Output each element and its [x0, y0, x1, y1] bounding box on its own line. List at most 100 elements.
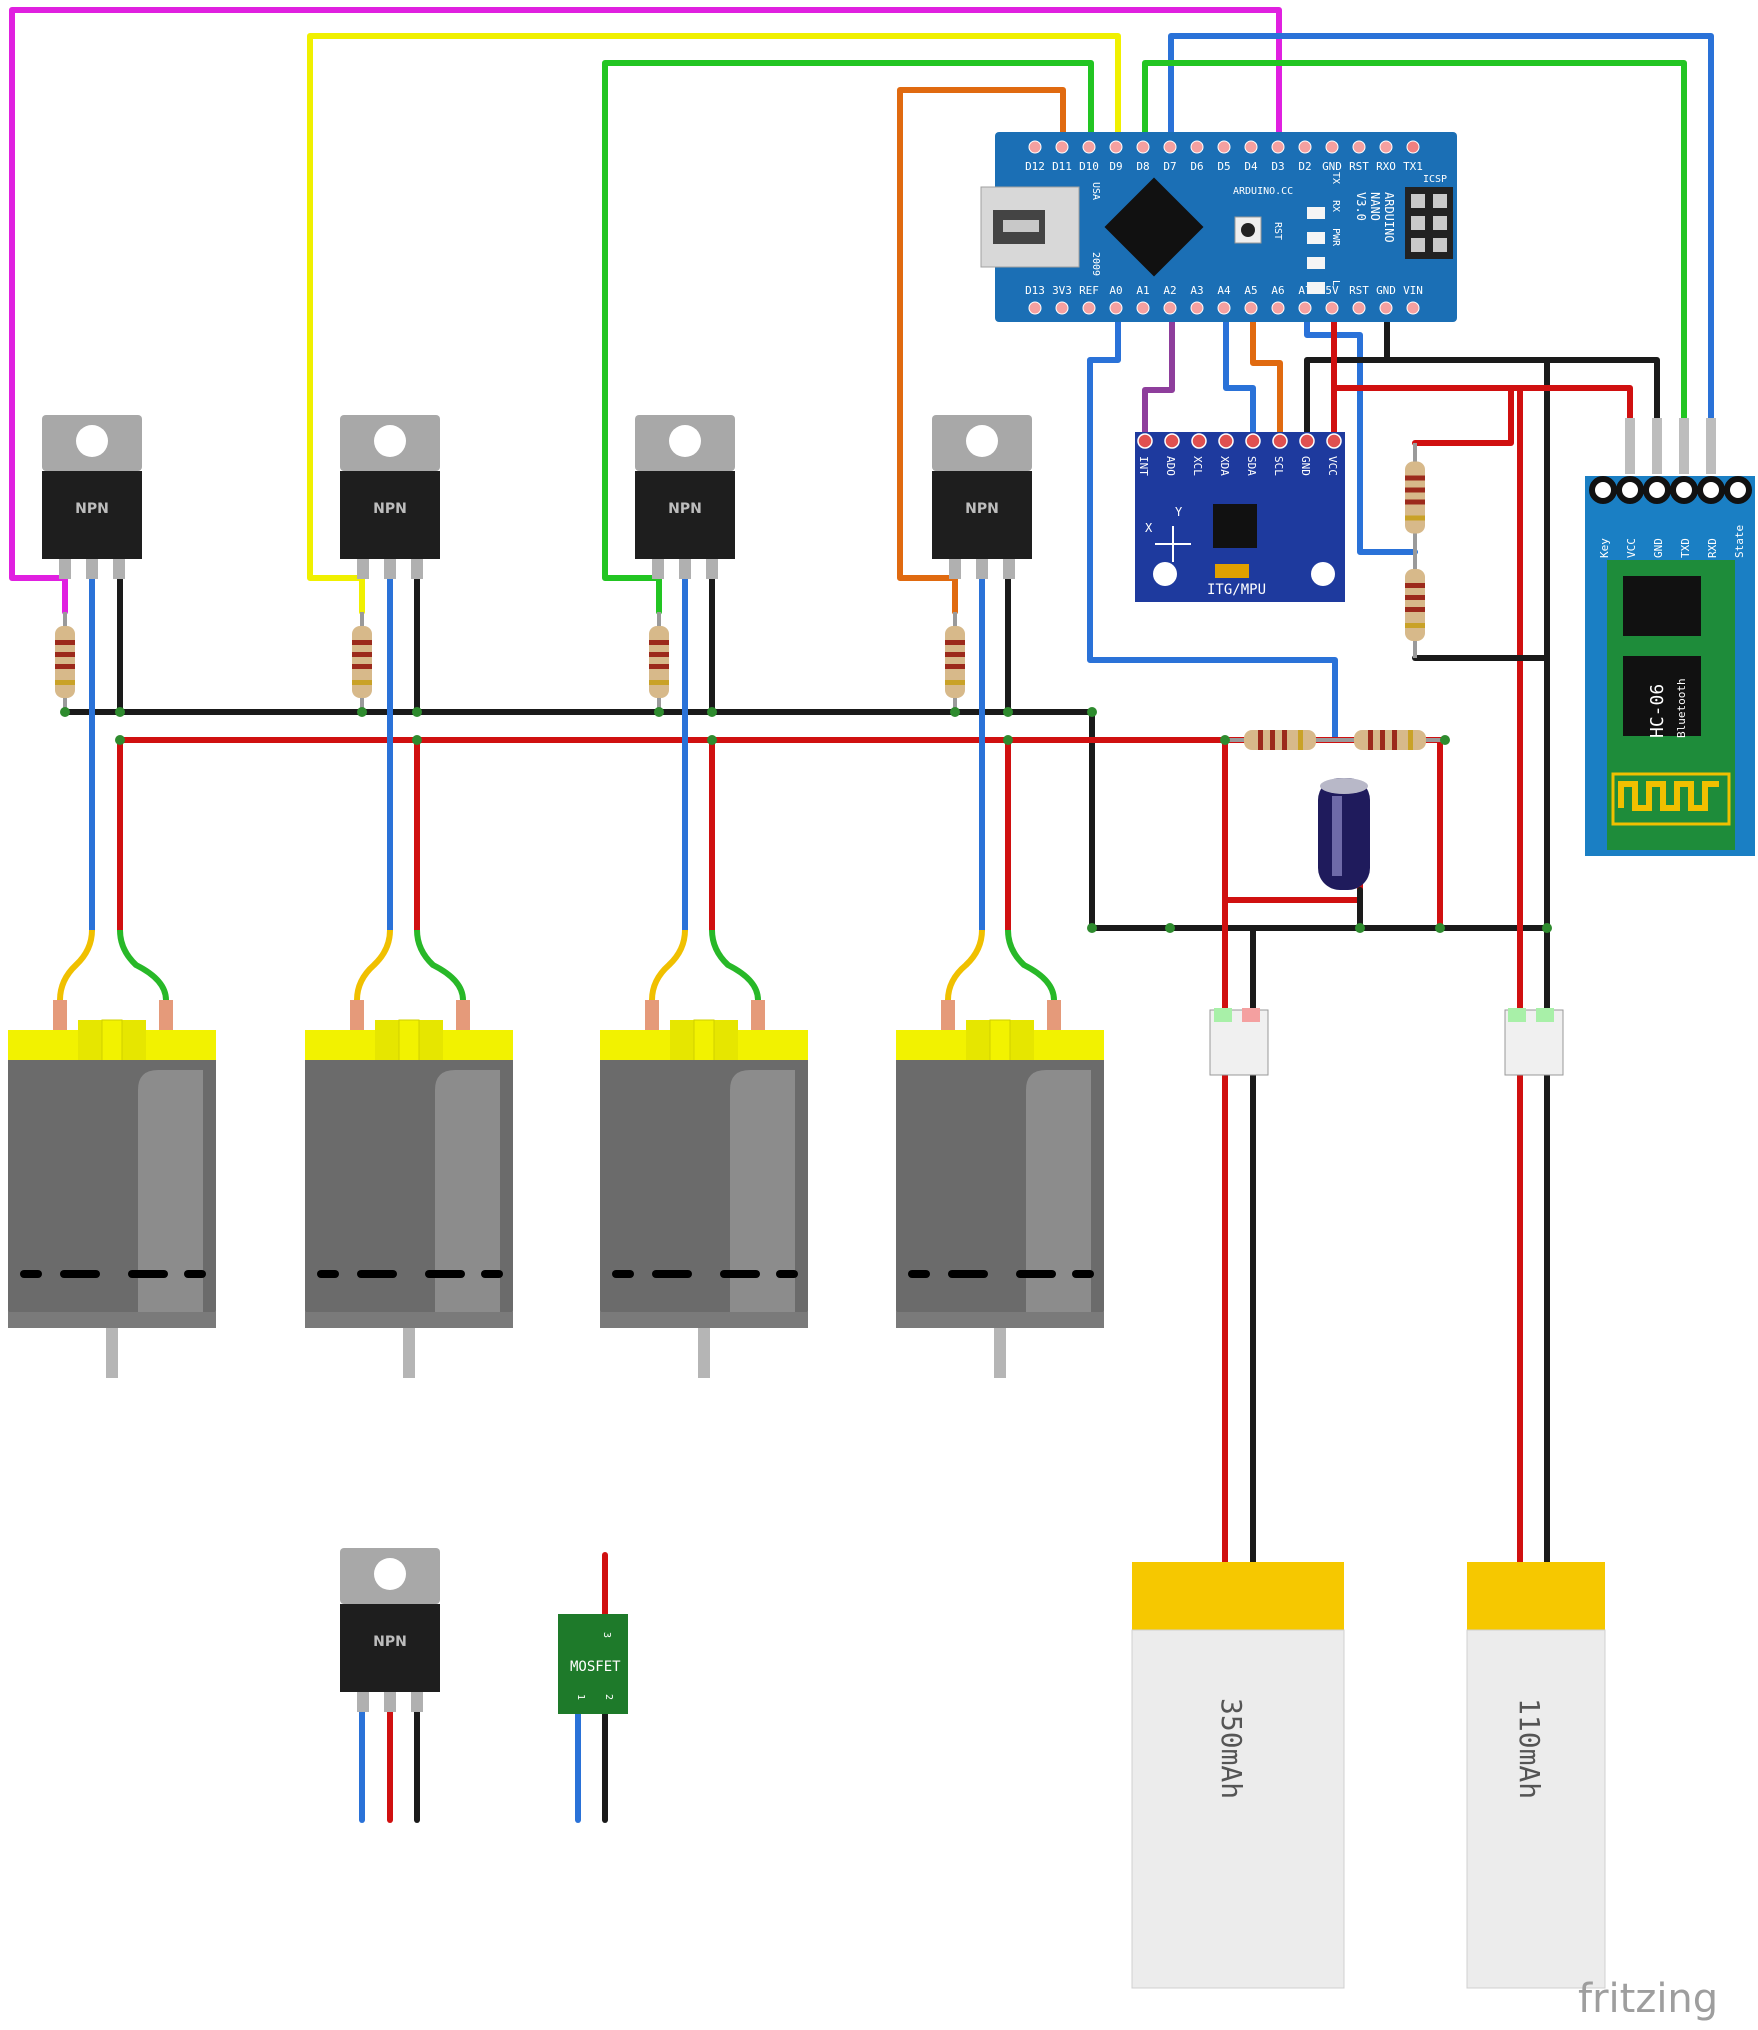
nano-pin-d9[interactable] — [1109, 140, 1123, 154]
nano-pin-a6[interactable] — [1271, 301, 1285, 315]
resistor-base-1[interactable] — [55, 612, 75, 712]
npn-transistor-5[interactable]: NPN — [340, 1548, 440, 1712]
wire-gnd-black-hc[interactable] — [1384, 357, 1660, 421]
resistor-body — [1405, 461, 1425, 534]
reset-button-cap[interactable] — [1241, 223, 1255, 237]
motor-terminal — [53, 1000, 67, 1032]
mpu-pin-scl[interactable] — [1272, 433, 1288, 449]
hc06-pin-txd[interactable] — [1670, 476, 1698, 504]
nano-pin-d13[interactable] — [1028, 301, 1042, 315]
nano-pin-3v3[interactable] — [1055, 301, 1069, 315]
resistor-divider-bottom[interactable] — [1405, 552, 1425, 658]
icsp-pin[interactable] — [1411, 238, 1425, 252]
nano-pin-d8[interactable] — [1136, 140, 1150, 154]
wire-d11-orange[interactable] — [897, 87, 1066, 615]
mpu-pin-int[interactable] — [1137, 433, 1153, 449]
npn-transistor-2[interactable]: NPN — [340, 415, 440, 579]
nano-pin-gnd[interactable] — [1325, 140, 1339, 154]
resistor-base-2[interactable] — [352, 612, 372, 712]
nano-pin-d10[interactable] — [1082, 140, 1096, 154]
mpu-mount-hole-right — [1311, 562, 1335, 586]
nano-pin-5v[interactable] — [1325, 301, 1339, 315]
nano-pin-d6[interactable] — [1190, 140, 1204, 154]
hc06-pin-key[interactable] — [1589, 476, 1617, 504]
dc-motor-1[interactable] — [8, 929, 216, 1378]
wire-junction — [1440, 735, 1450, 745]
wire-d7-blue[interactable] — [1168, 33, 1714, 421]
motor-shaft — [698, 1328, 710, 1378]
nano-pin-a3[interactable] — [1190, 301, 1204, 315]
wire-d10-green[interactable] — [602, 60, 1094, 615]
hc06-pin-rxd[interactable] — [1697, 476, 1725, 504]
mosfet-module[interactable]: MOSFET 3 1 2 — [558, 1614, 628, 1714]
icsp-pin[interactable] — [1433, 194, 1447, 208]
hc06-pin-state[interactable] — [1724, 476, 1752, 504]
mpu-pin-gnd[interactable] — [1299, 433, 1315, 449]
mpu-pin-ado[interactable] — [1164, 433, 1180, 449]
battery-110mah[interactable]: 110mAh — [1466, 1562, 1606, 1989]
wire-a5-orange[interactable] — [1250, 313, 1283, 443]
wire-a0-blue[interactable] — [1087, 313, 1338, 743]
mpu-pin-xda[interactable] — [1218, 433, 1234, 449]
nano-pin-d4[interactable] — [1244, 140, 1258, 154]
nano-pin-tx1[interactable] — [1406, 140, 1420, 154]
nano-pin-a0[interactable] — [1109, 301, 1123, 315]
wire-gnd-black-top[interactable] — [1304, 313, 1390, 443]
nano-pin-a2[interactable] — [1163, 301, 1177, 315]
hc06-pin-vcc[interactable] — [1616, 476, 1644, 504]
npn-transistor-4[interactable]: NPN — [932, 415, 1032, 579]
nano-pin-d11[interactable] — [1055, 140, 1069, 154]
wire-a4-blue[interactable] — [1223, 313, 1256, 443]
nano-pin-gnd[interactable] — [1379, 301, 1393, 315]
mpu-pin-vcc[interactable] — [1326, 433, 1342, 449]
mpu-pin-sda[interactable] — [1245, 433, 1261, 449]
nano-pin-d5[interactable] — [1217, 140, 1231, 154]
wire-d3-magenta[interactable] — [9, 7, 1282, 615]
nano-pin-ref[interactable] — [1082, 301, 1096, 315]
electrolytic-capacitor[interactable] — [1318, 778, 1370, 890]
nano-pin-d7[interactable] — [1163, 140, 1177, 154]
resistor-divider-top[interactable] — [1405, 443, 1425, 552]
nano-pin-rst[interactable] — [1352, 301, 1366, 315]
battery-350mah[interactable]: 350mAh — [1131, 1562, 1345, 1989]
resistor-vsense-left[interactable] — [1225, 730, 1335, 750]
icsp-pin[interactable] — [1411, 194, 1425, 208]
wire-d8-green[interactable] — [1142, 60, 1687, 421]
nano-pin-rst[interactable] — [1352, 140, 1366, 154]
nano-pin-a4[interactable] — [1217, 301, 1231, 315]
wire-a7-blue[interactable] — [1304, 313, 1418, 555]
wire-a2-purple[interactable] — [1142, 313, 1175, 443]
resistor-base-3[interactable] — [649, 612, 669, 712]
dc-motor-3[interactable] — [600, 929, 808, 1378]
npn-transistor-1[interactable]: NPN — [42, 415, 142, 579]
nano-pin-d2[interactable] — [1298, 140, 1312, 154]
hc06-pin-gnd[interactable] — [1643, 476, 1671, 504]
dc-motor-2[interactable] — [305, 929, 513, 1378]
nano-pin-vin[interactable] — [1406, 301, 1420, 315]
resistor-band — [649, 652, 669, 657]
wire-d9-yellow[interactable] — [307, 33, 1121, 615]
resistor-band — [945, 664, 965, 669]
nano-pin-a1[interactable] — [1136, 301, 1150, 315]
wire-divider-red[interactable] — [1412, 385, 1514, 446]
mpu-pin-xcl[interactable] — [1191, 433, 1207, 449]
transistor-hole — [966, 425, 998, 457]
npn-transistor-3[interactable]: NPN — [635, 415, 735, 579]
dc-motor-4[interactable] — [896, 929, 1104, 1378]
nano-pin-rxo[interactable] — [1379, 140, 1393, 154]
wire-junction — [654, 707, 664, 717]
nano-pin-d12[interactable] — [1028, 140, 1042, 154]
icsp-pin[interactable] — [1433, 238, 1447, 252]
nano-pin-a5[interactable] — [1244, 301, 1258, 315]
resistor-vsense-right[interactable] — [1335, 730, 1445, 750]
icsp-pin[interactable] — [1411, 216, 1425, 230]
motor-vent — [481, 1270, 503, 1278]
icsp-pin[interactable] — [1433, 216, 1447, 230]
resistor-base-4[interactable] — [945, 612, 965, 712]
wire-5v-red-hc[interactable] — [1331, 385, 1633, 421]
nano-pin-d3[interactable] — [1271, 140, 1285, 154]
nano-pin-a7[interactable] — [1298, 301, 1312, 315]
